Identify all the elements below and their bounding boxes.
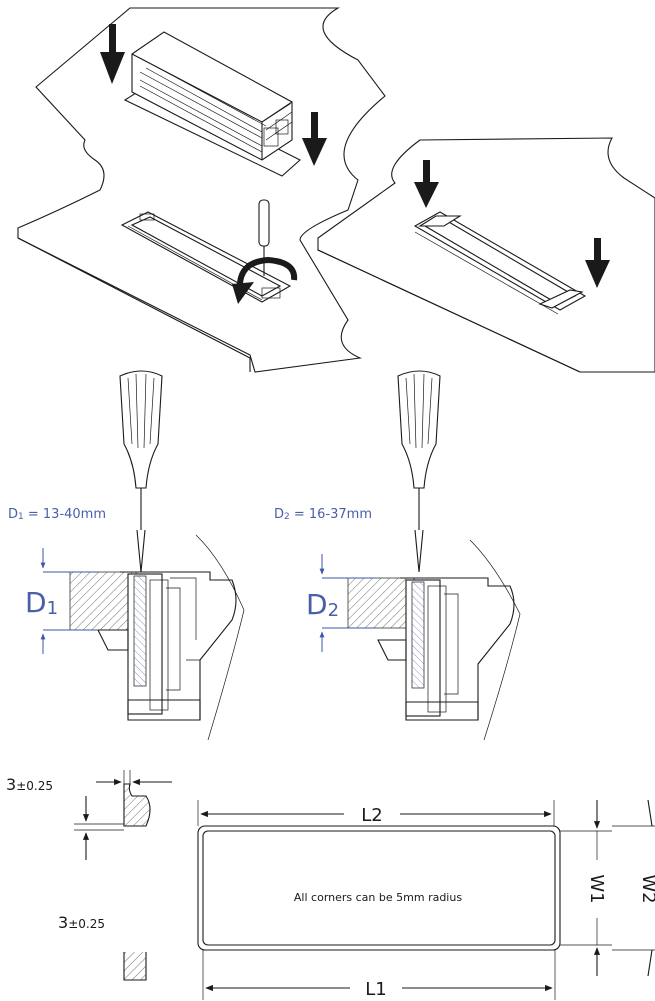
down-arrow-icon [414,160,439,208]
screwdriver-icon [119,370,163,573]
l2-label: L2 [361,805,382,826]
section-cut-right [319,370,521,741]
dimension-d1 [40,548,98,654]
isometric-install-right [317,137,655,373]
isometric-install-left [17,7,386,373]
dimension-w2 [612,799,655,977]
dimension-d2 [319,554,376,652]
d2-range-label: D2 = 16-37mm [274,507,372,522]
rotate-arrow-icon [232,256,298,304]
d1-dimension-label: D1 [25,586,58,619]
dimension-w1 [560,800,612,976]
down-arrow-icon [585,238,610,288]
d1-range-label: D1 = 13-40mm [8,507,106,522]
l1-label: L1 [365,979,386,1000]
dimension-l1 [202,950,556,1000]
cutout-rectangle [197,825,561,951]
w1-label: W1 [586,874,607,903]
down-arrow-icon [302,112,327,166]
d2-dimension-label: D2 [306,588,339,621]
tolerance-width-label: 3±0.25 [6,775,53,794]
section-cut-left [40,370,245,741]
mounting-frame [413,211,587,315]
w2-label: W2 [638,874,655,903]
edge-profile [74,770,172,981]
down-arrow-icon [100,24,125,84]
dimension-l2 [197,800,555,826]
mounting-frame [120,211,292,303]
tolerance-height-label: 3±0.25 [58,913,105,932]
corner-radius-note: All corners can be 5mm radius [294,891,462,904]
screwdriver-icon [397,370,441,573]
lighting-unit [131,31,293,161]
